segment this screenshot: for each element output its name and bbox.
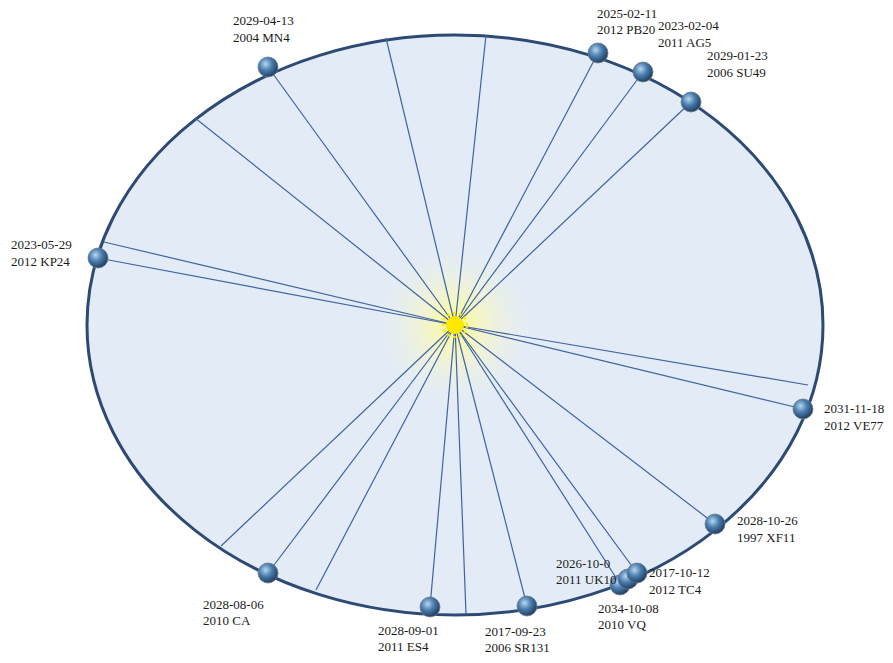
approach-date: 2026-10-0 <box>556 556 610 572</box>
earth-icons <box>88 43 813 617</box>
asteroid-name: 2012 PB20 <box>597 22 655 38</box>
approach-date: 2023-05-29 <box>11 237 72 253</box>
asteroid-name: 2010 CA <box>203 613 250 629</box>
approach-date: 2028-10-26 <box>737 513 798 529</box>
asteroid-name: 2011 AG5 <box>658 35 711 51</box>
asteroid-name: 2012 TC4 <box>649 582 701 598</box>
approach-date: 2029-01-23 <box>707 48 768 64</box>
asteroid-name: 2006 SR131 <box>485 640 550 656</box>
asteroid-name: 2006 SU49 <box>707 65 766 81</box>
approach-date: 2028-09-01 <box>378 623 439 639</box>
approach-date: 2023-02-04 <box>658 18 719 34</box>
approach-date: 2017-10-12 <box>649 565 710 581</box>
approach-date: 2029-04-13 <box>233 13 294 29</box>
approach-date: 2034-10-08 <box>598 601 659 617</box>
asteroid-name: 2011 UK10 <box>556 572 617 588</box>
approach-date: 2025-02-11 <box>597 6 657 22</box>
asteroid-name: 2011 ES4 <box>378 639 428 655</box>
sun-glow <box>370 240 540 410</box>
sun <box>443 313 467 337</box>
approach-date: 2028-08-06 <box>203 597 264 613</box>
approach-date: 2031-11-18 <box>824 401 884 417</box>
asteroid-name: 2012 VE77 <box>824 418 883 434</box>
asteroid-name: 2010 VQ <box>598 617 646 633</box>
asteroid-name: 1997 XF11 <box>737 530 795 546</box>
asteroid-name: 2012 KP24 <box>11 254 70 270</box>
sight-lines <box>98 35 808 614</box>
approach-date: 2017-09-23 <box>485 624 546 640</box>
earth-orbit <box>87 35 823 615</box>
asteroid-name: 2004 MN4 <box>233 30 290 46</box>
